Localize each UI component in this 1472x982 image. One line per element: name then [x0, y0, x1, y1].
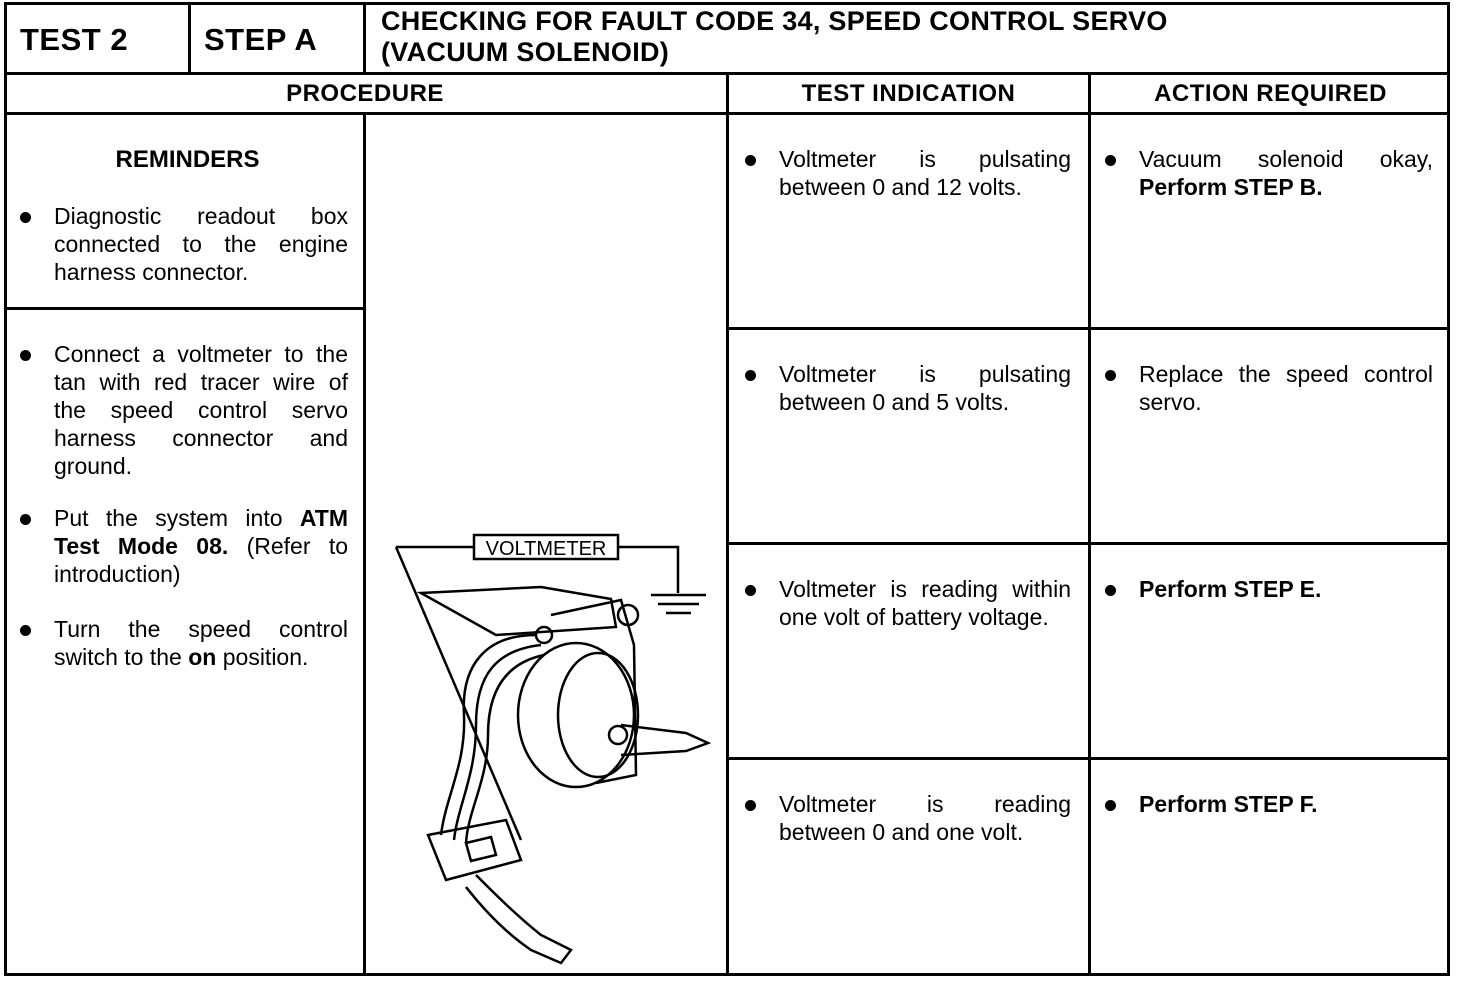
- servo-bolt-top: [616, 603, 640, 627]
- harness-wire-1: [439, 633, 537, 836]
- step-label: STEP A: [204, 22, 318, 57]
- action-row-2: Replace the speed control servo.: [1105, 360, 1433, 420]
- action-text: Replace the speed control servo.: [1139, 361, 1433, 415]
- test-cell-divider: [188, 2, 191, 74]
- action-plain: Vacuum solenoid okay,: [1139, 146, 1433, 172]
- indication-row-4: Voltmeter is reading between 0 and one v…: [745, 790, 1071, 850]
- bullet-icon: [745, 585, 756, 596]
- diagram-divider: [363, 112, 366, 976]
- action-row-4: Perform STEP F.: [1105, 790, 1433, 820]
- step2-bold: ATM Test Mode 08.: [54, 505, 348, 559]
- bullet-icon: [1105, 800, 1116, 811]
- step3-suffix: position.: [216, 644, 309, 670]
- bullet-icon: [1105, 585, 1116, 596]
- bullet-icon: [20, 212, 31, 223]
- harness-wire-2: [452, 643, 542, 841]
- voltmeter-label-box: [472, 533, 620, 561]
- bullet-icon: [745, 370, 756, 381]
- reminders-divider: [4, 307, 365, 310]
- action-text: Vacuum solenoid okay, Perform STEP B.: [1139, 145, 1433, 201]
- procedure-divider: [726, 72, 729, 976]
- harness-connector-latch: [464, 835, 498, 863]
- indication-text: Voltmeter is pulsating between 0 and 12 …: [779, 146, 1071, 200]
- harness-wire-3: [464, 653, 545, 844]
- voltmeter-servo-diagram: VOLTMETER: [394, 533, 712, 965]
- action-bold: Perform STEP F.: [1139, 791, 1318, 817]
- servo-screw: [534, 625, 554, 645]
- procedure-step-1-text: Connect a voltmeter to the tan with red …: [54, 341, 348, 479]
- step2-prefix: Put the system into: [54, 505, 300, 531]
- servo-bracket: [416, 585, 618, 637]
- voltmeter-lead-wire: [394, 546, 523, 841]
- test-number: TEST 2: [20, 22, 129, 57]
- step-cell-divider: [363, 2, 366, 74]
- reminders-heading: REMINDERS: [115, 146, 260, 173]
- indication-text: Voltmeter is reading between 0 and one v…: [779, 791, 1071, 845]
- page-title: CHECKING FOR FAULT CODE 34, SPEED CONTRO…: [381, 6, 1168, 68]
- action-text: Perform STEP E.: [1139, 575, 1433, 603]
- action-bold: Perform STEP E.: [1139, 576, 1322, 602]
- step2-suffix: (Refer to introduction): [54, 533, 348, 587]
- vacuum-nipple: [620, 723, 712, 757]
- indication-divider: [1088, 72, 1091, 976]
- procedure-step-2: Put the system into ATM Test Mode 08. (R…: [20, 504, 348, 594]
- harness-connector: [426, 818, 523, 882]
- servo-housing: [550, 598, 638, 785]
- step3-bold: on: [188, 644, 217, 670]
- step3-prefix: Turn the speed control switch to the: [54, 616, 348, 670]
- bullet-icon: [1105, 370, 1116, 381]
- title-line-2: (VACUUM SOLENOID): [381, 37, 670, 67]
- title-line-1: CHECKING FOR FAULT CODE 34, SPEED CONTRO…: [381, 6, 1168, 36]
- voltmeter-label: VOLTMETER: [486, 538, 607, 560]
- action-row-1: Vacuum solenoid okay, Perform STEP B.: [1105, 145, 1433, 205]
- procedure-step-3: Turn the speed control switch to the on …: [20, 615, 348, 675]
- indication-row-2: Voltmeter is pulsating between 0 and 5 v…: [745, 360, 1071, 420]
- bullet-icon: [20, 625, 31, 636]
- procedure-step-2-text: Put the system into ATM Test Mode 08. (R…: [54, 504, 348, 588]
- indication-row-1: Voltmeter is pulsating between 0 and 12 …: [745, 145, 1071, 205]
- bullet-icon: [20, 514, 31, 525]
- voltmeter-lead-ground: [618, 545, 680, 593]
- harness-tail: [465, 874, 573, 965]
- test-indication-column-header: TEST INDICATION: [801, 80, 1016, 107]
- servo-bolt: [607, 724, 629, 746]
- bullet-icon: [1105, 155, 1116, 166]
- procedure-column-header: PROCEDURE: [286, 80, 444, 107]
- action-row-3: Perform STEP E.: [1105, 575, 1433, 605]
- action-bold: Perform STEP B.: [1139, 174, 1323, 200]
- indication-text: Voltmeter is reading within one volt of …: [779, 576, 1071, 630]
- reminder-text: Diagnostic readout box connected to the …: [54, 203, 348, 285]
- indication-text: Voltmeter is pulsating between 0 and 5 v…: [779, 361, 1071, 415]
- procedure-step-3-text: Turn the speed control switch to the on …: [54, 615, 348, 671]
- reminder-item: Diagnostic readout box connected to the …: [20, 202, 348, 292]
- bullet-icon: [745, 800, 756, 811]
- action-text: Perform STEP F.: [1139, 790, 1433, 818]
- procedure-step-1: Connect a voltmeter to the tan with red …: [20, 340, 348, 485]
- action-required-column-header: ACTION REQUIRED: [1154, 80, 1387, 107]
- indication-row-3: Voltmeter is reading within one volt of …: [745, 575, 1071, 665]
- bullet-icon: [745, 155, 756, 166]
- servo-canister-inner: [556, 651, 640, 779]
- bullet-icon: [20, 350, 31, 361]
